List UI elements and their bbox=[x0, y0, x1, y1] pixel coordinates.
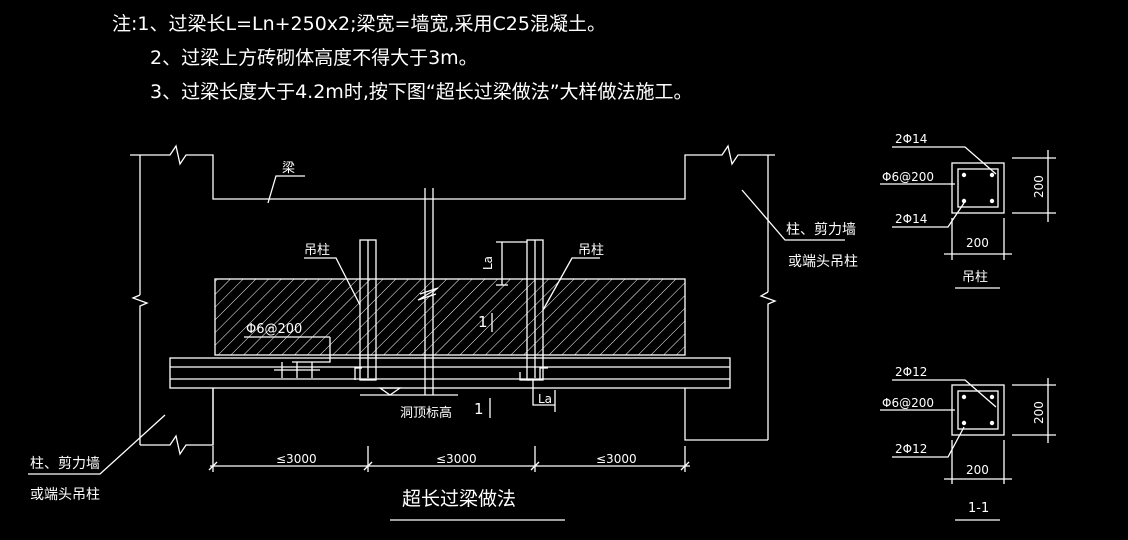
s11-caption: 1-1 bbox=[968, 501, 989, 516]
section-hanging-column: 2Φ14 Φ6@200 2Φ14 200 200 吊柱 bbox=[880, 132, 1056, 289]
left-wall-break bbox=[131, 294, 149, 445]
elevation-drawing: Φ6@200 La La 洞顶标高 1 1 梁 吊柱 吊柱 柱、剪力墙 或端头吊… bbox=[28, 144, 858, 521]
right-wall-outline bbox=[430, 144, 775, 200]
opening-top-label: 洞顶标高 bbox=[400, 405, 452, 421]
note-line-2: 2、过梁上方砖砌体高度不得大于3m。 bbox=[150, 47, 478, 69]
s11-bottom-rebar: 2Φ12 bbox=[895, 442, 927, 456]
hanging-width: 200 bbox=[966, 236, 989, 250]
left-wall-label-2: 或端头吊柱 bbox=[30, 487, 100, 503]
hanging-col-right-label: 吊柱 bbox=[578, 243, 604, 258]
dim-3: ≤3000 bbox=[596, 452, 637, 466]
left-wall-label-1: 柱、剪力墙 bbox=[30, 456, 100, 472]
note-line-3: 3、过梁长度大于4.2m时,按下图“超长过梁做法”大样做法施工。 bbox=[150, 81, 693, 103]
hanging-caption: 吊柱 bbox=[962, 270, 988, 285]
lintel-beam bbox=[169, 357, 731, 389]
s11-width: 200 bbox=[966, 463, 989, 477]
right-wall-bottom bbox=[684, 388, 768, 441]
right-wall-label-1: 柱、剪力墙 bbox=[786, 222, 856, 238]
s11-stirrup: Φ6@200 bbox=[882, 396, 934, 410]
right-wall-label-2: 或端头吊柱 bbox=[788, 254, 858, 270]
beam-label: 梁 bbox=[282, 161, 295, 176]
left-wall-outline bbox=[130, 144, 430, 200]
la-top-label: La bbox=[481, 256, 495, 270]
s11-top-rebar: 2Φ12 bbox=[895, 365, 927, 379]
left-wall-bottom bbox=[140, 388, 214, 456]
brick-wall-hatch bbox=[214, 278, 686, 356]
elevation-title: 超长过梁做法 bbox=[402, 488, 516, 510]
hanging-top-rebar: 2Φ14 bbox=[895, 132, 927, 146]
stirrup-label: Φ6@200 bbox=[246, 322, 302, 337]
hanging-col-left-label: 吊柱 bbox=[304, 243, 330, 258]
s11-height: 200 bbox=[1032, 401, 1046, 424]
section-mark-bottom: 1 bbox=[474, 400, 484, 418]
hanging-height: 200 bbox=[1032, 175, 1046, 198]
section-mark-top: 1 bbox=[478, 313, 488, 331]
la-bottom-label: La bbox=[538, 392, 552, 406]
section-1-1: 2Φ12 Φ6@200 2Φ12 200 200 1-1 bbox=[880, 365, 1056, 521]
hanging-stirrup: Φ6@200 bbox=[882, 170, 934, 184]
dim-1: ≤3000 bbox=[276, 452, 317, 466]
note-line-1: 注:1、过梁长L=Ln+250x2;梁宽=墙宽,采用C25混凝土。 bbox=[112, 13, 606, 35]
dim-2: ≤3000 bbox=[436, 452, 477, 466]
right-wall-break bbox=[759, 291, 777, 440]
hanging-bottom-rebar: 2Φ14 bbox=[895, 212, 927, 226]
